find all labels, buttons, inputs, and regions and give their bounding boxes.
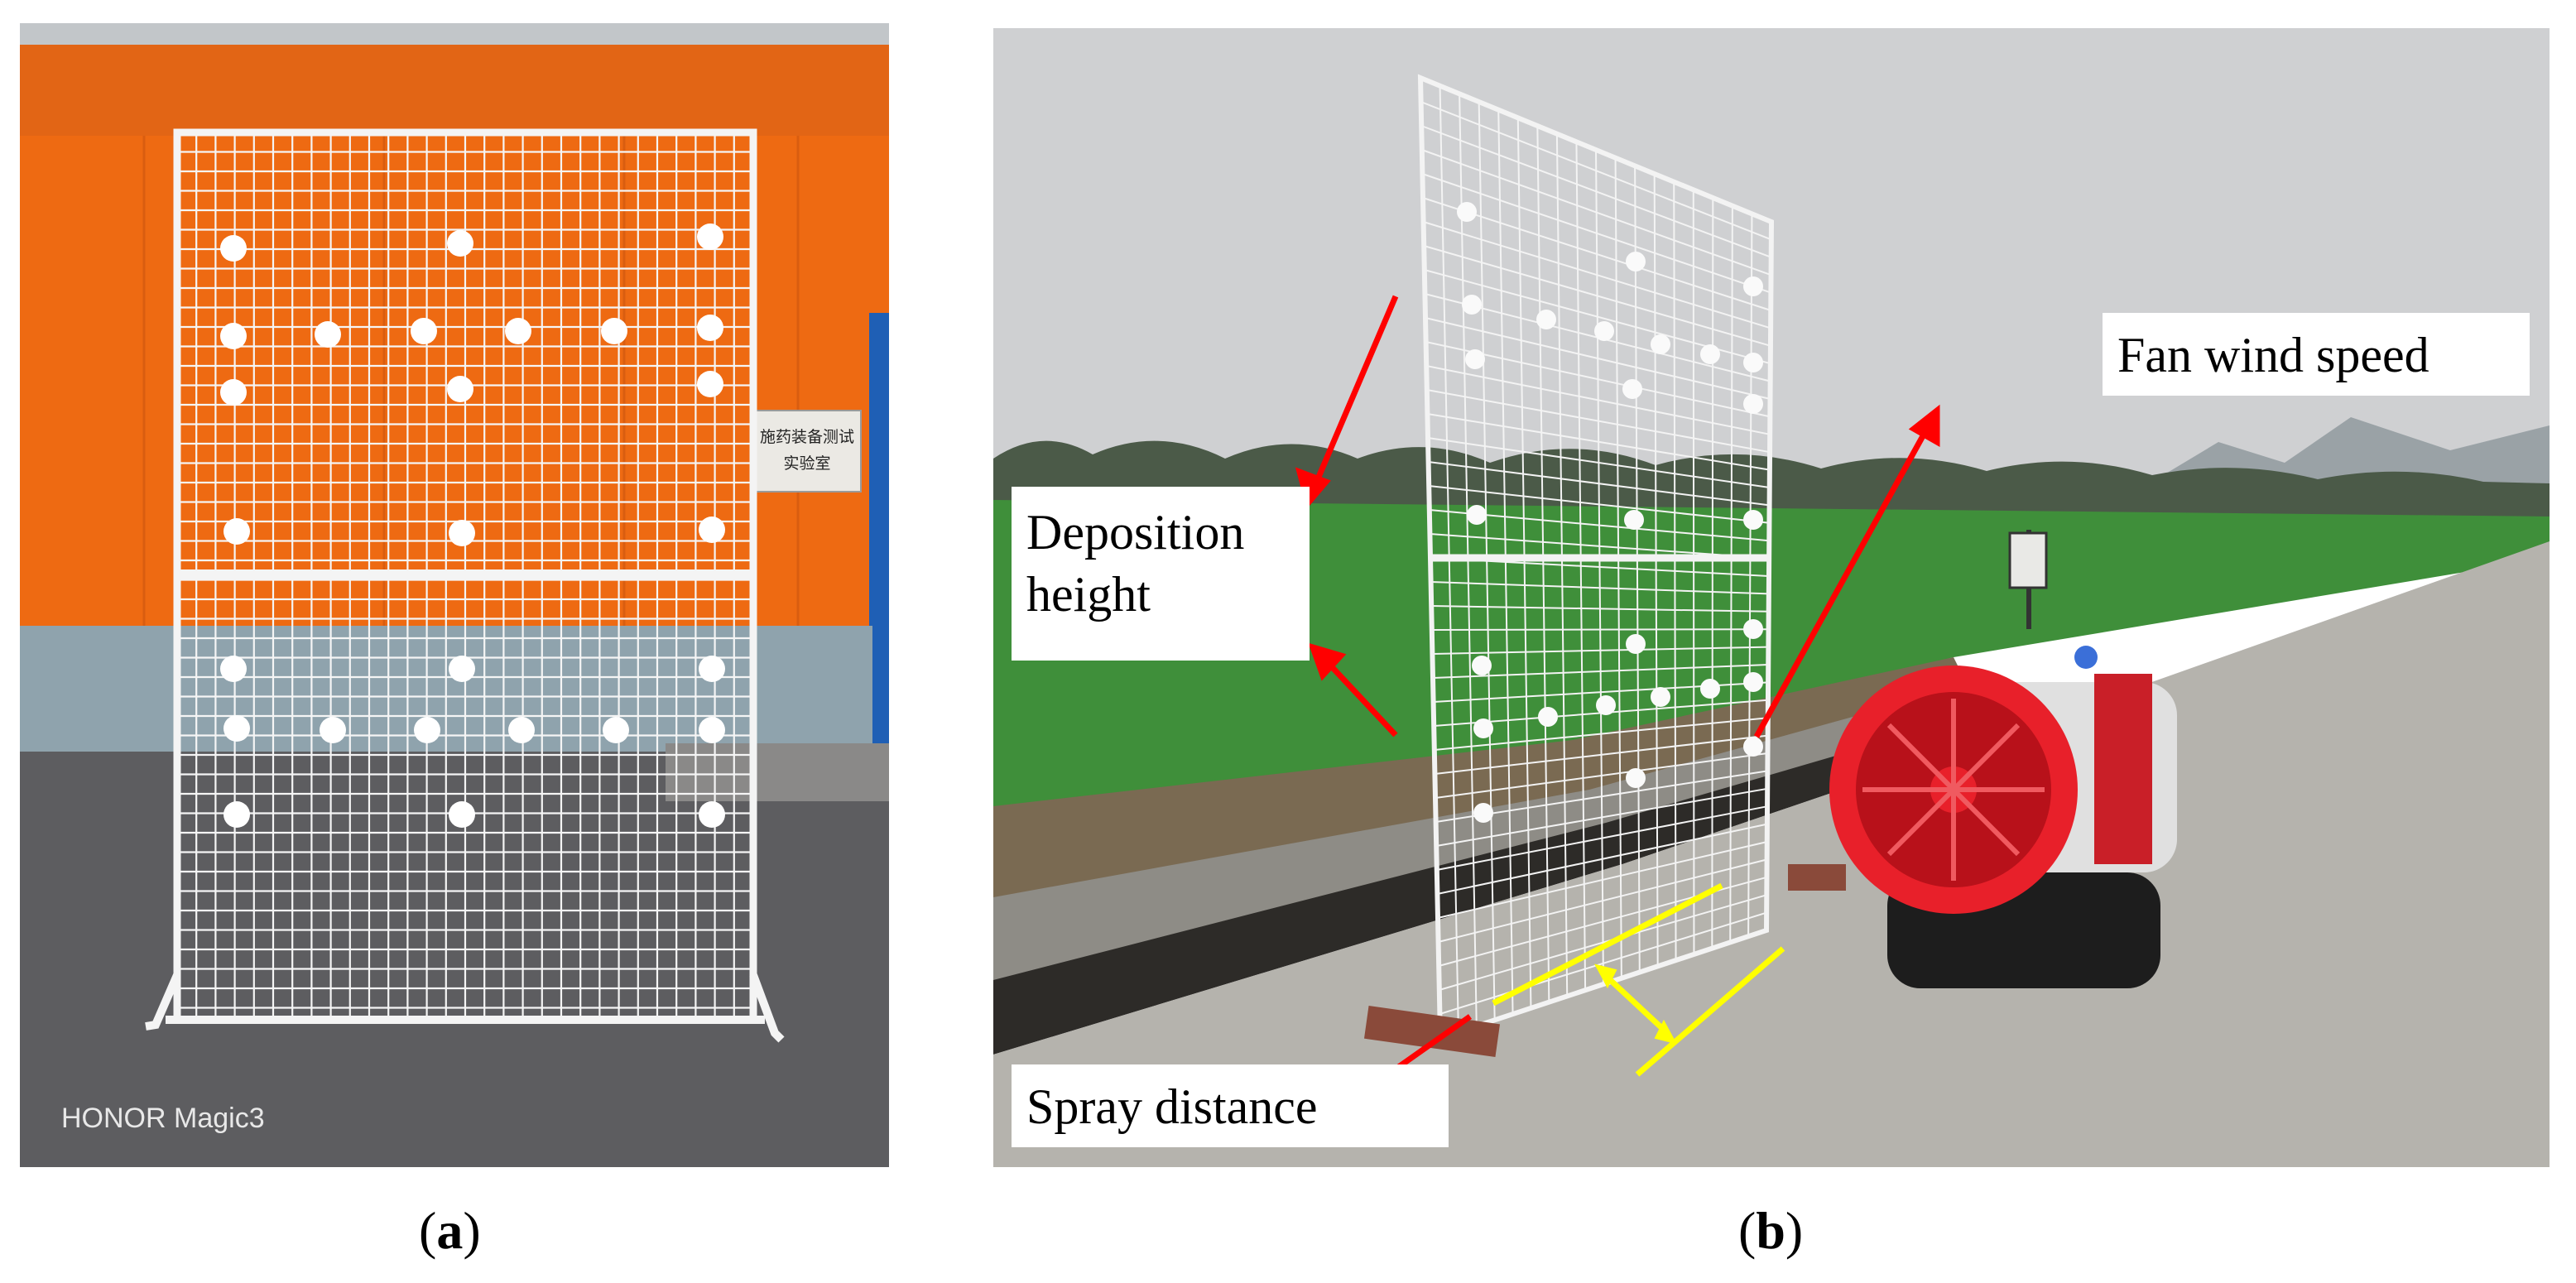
collector-card	[1467, 505, 1487, 525]
collector-card	[1743, 276, 1763, 296]
sign-text-line2: 实验室	[783, 454, 830, 473]
frame-outline	[1417, 74, 1775, 1042]
collector-card	[697, 315, 723, 341]
collector-card	[1596, 695, 1616, 715]
label-spray-distance: Spray distance	[1012, 1064, 1449, 1147]
collector-card	[449, 656, 475, 682]
collector-card	[1594, 321, 1614, 341]
collector-card	[220, 656, 247, 682]
collector-card	[1473, 718, 1493, 738]
caption-a-letter: a	[436, 1201, 464, 1260]
collector-card	[697, 371, 723, 397]
collector-card	[603, 717, 629, 743]
collector-card	[1626, 768, 1646, 788]
air-assisted-sprayer	[1829, 646, 2177, 988]
photo-panel-a: 施药装备测试 实验室 HONOR Magic3	[20, 23, 889, 1167]
collector-card	[1457, 202, 1477, 222]
collector-card	[1626, 252, 1646, 271]
collector-card	[223, 801, 250, 828]
collector-card	[1743, 619, 1763, 639]
spray-distance-lines	[1492, 882, 1785, 1077]
collector-card	[601, 318, 627, 344]
collector-card	[320, 717, 346, 743]
collector-card	[1651, 687, 1670, 707]
camera-watermark: HONOR Magic3	[61, 1103, 265, 1134]
collector-card	[1622, 379, 1642, 399]
collector-card	[1743, 353, 1763, 372]
deposition-collectors	[1457, 202, 1763, 823]
collector-card	[1473, 803, 1493, 823]
collector-card	[449, 801, 475, 828]
collector-card	[1536, 310, 1556, 329]
collector-card	[223, 518, 250, 545]
collector-card	[1743, 394, 1763, 414]
collector-card	[1538, 707, 1558, 727]
collector-card	[414, 717, 440, 743]
label-fan-wind-speed: Fan wind speed	[2103, 313, 2530, 396]
label-deposition-height: Deposition height	[1012, 487, 1310, 661]
deposition-collectors	[220, 223, 725, 828]
collector-card	[1743, 510, 1763, 530]
collector-card	[697, 223, 723, 250]
collector-card	[505, 318, 531, 344]
collector-card	[1472, 656, 1492, 675]
collector-card	[220, 323, 247, 349]
collector-card	[1743, 737, 1763, 757]
collector-card	[1624, 510, 1644, 530]
collector-card	[1700, 679, 1720, 699]
collector-card	[699, 717, 725, 743]
collector-card	[223, 715, 250, 742]
collector-card	[699, 656, 725, 682]
caption-b-letter: b	[1756, 1201, 1785, 1260]
collector-card	[1462, 295, 1482, 315]
photo-field-test	[993, 28, 2550, 1167]
sign-text-line1: 施药装备测试	[760, 428, 854, 446]
collector-card	[699, 517, 725, 543]
caption-b-close: )	[1785, 1201, 1804, 1260]
caption-a: (a)	[419, 1200, 481, 1261]
label-deposition-line1: Deposition	[1026, 505, 1245, 560]
collector-card	[1651, 334, 1670, 354]
collector-card	[447, 230, 473, 257]
collector-card	[1700, 344, 1720, 364]
collector-card	[508, 717, 535, 743]
caption-b: (b)	[1738, 1200, 1803, 1261]
collector-card	[1626, 634, 1646, 654]
photo-panel-b: Fan wind speed Deposition height Spray d…	[993, 28, 2550, 1167]
frame-outline	[145, 128, 785, 1043]
caption-a-open: (	[419, 1201, 437, 1260]
collector-card	[449, 520, 475, 546]
caption-b-open: (	[1738, 1201, 1757, 1260]
photo-test-grid-frame: 施药装备测试 实验室 HONOR Magic3	[20, 23, 889, 1167]
collector-card	[220, 235, 247, 262]
label-deposition-line2: height	[1026, 567, 1151, 622]
collector-card	[315, 321, 341, 348]
collector-card	[1465, 349, 1485, 369]
collector-card	[447, 376, 473, 402]
caption-a-close: )	[463, 1201, 481, 1260]
collector-card	[220, 379, 247, 406]
collector-card	[1743, 672, 1763, 692]
collector-card	[411, 318, 437, 344]
collector-card	[699, 801, 725, 828]
